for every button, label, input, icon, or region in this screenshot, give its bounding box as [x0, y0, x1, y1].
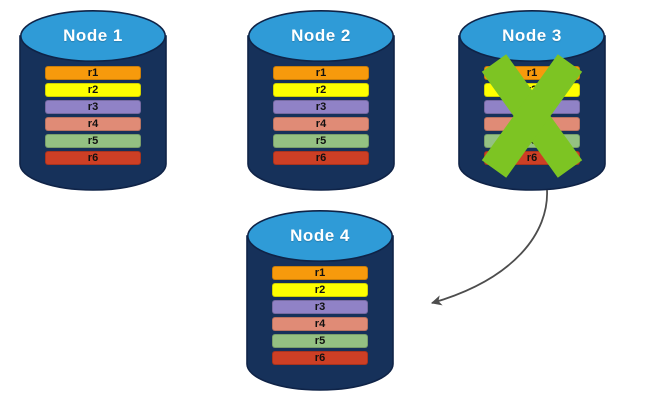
record-r5[interactable]: r5 — [272, 334, 368, 348]
record-r4[interactable]: r4 — [45, 117, 141, 131]
record-r1[interactable]: r1 — [45, 66, 141, 80]
cylinder-top — [248, 9, 394, 63]
record-list: r1 r2 r3 r4 r5 r6 — [20, 66, 166, 165]
record-r2[interactable]: r2 — [45, 83, 141, 97]
cylinder-top — [247, 209, 393, 263]
record-r3[interactable]: r3 — [45, 100, 141, 114]
record-r4[interactable]: r4 — [484, 117, 580, 131]
record-r5[interactable]: r5 — [45, 134, 141, 148]
record-r6[interactable]: r6 — [272, 351, 368, 365]
record-r4[interactable]: r4 — [272, 317, 368, 331]
record-r3[interactable]: r3 — [272, 300, 368, 314]
record-r6[interactable]: r6 — [484, 151, 580, 165]
record-r5[interactable]: r5 — [484, 134, 580, 148]
cylinder-top — [20, 9, 166, 63]
record-r3[interactable]: r3 — [484, 100, 580, 114]
record-r2[interactable]: r2 — [484, 83, 580, 97]
node-title: Node 1 — [63, 26, 123, 45]
node-title: Node 2 — [291, 26, 351, 45]
node-2[interactable]: Node 2 r1 r2 r3 r4 r5 r6 — [247, 9, 395, 191]
record-r1[interactable]: r1 — [273, 66, 369, 80]
record-r1[interactable]: r1 — [484, 66, 580, 80]
record-r6[interactable]: r6 — [45, 151, 141, 165]
node-1[interactable]: Node 1 r1 r2 r3 r4 r5 r6 — [19, 9, 167, 191]
node-4[interactable]: Node 4 r1 r2 r3 r4 r5 r6 — [246, 209, 394, 391]
record-r6[interactable]: r6 — [273, 151, 369, 165]
record-r1[interactable]: r1 — [272, 266, 368, 280]
node-title: Node 3 — [502, 26, 562, 45]
record-list: r1 r2 r3 r4 r5 r6 — [247, 266, 393, 365]
record-list: r1 r2 r3 r4 r5 r6 — [248, 66, 394, 165]
record-r4[interactable]: r4 — [273, 117, 369, 131]
record-list: r1 r2 r3 r4 r5 r6 — [459, 66, 605, 165]
record-r3[interactable]: r3 — [273, 100, 369, 114]
node-3[interactable]: Node 3 r1 r2 r3 r4 r5 r6 — [458, 9, 606, 191]
record-r2[interactable]: r2 — [273, 83, 369, 97]
record-r5[interactable]: r5 — [273, 134, 369, 148]
node-title: Node 4 — [290, 226, 350, 245]
record-r2[interactable]: r2 — [272, 283, 368, 297]
